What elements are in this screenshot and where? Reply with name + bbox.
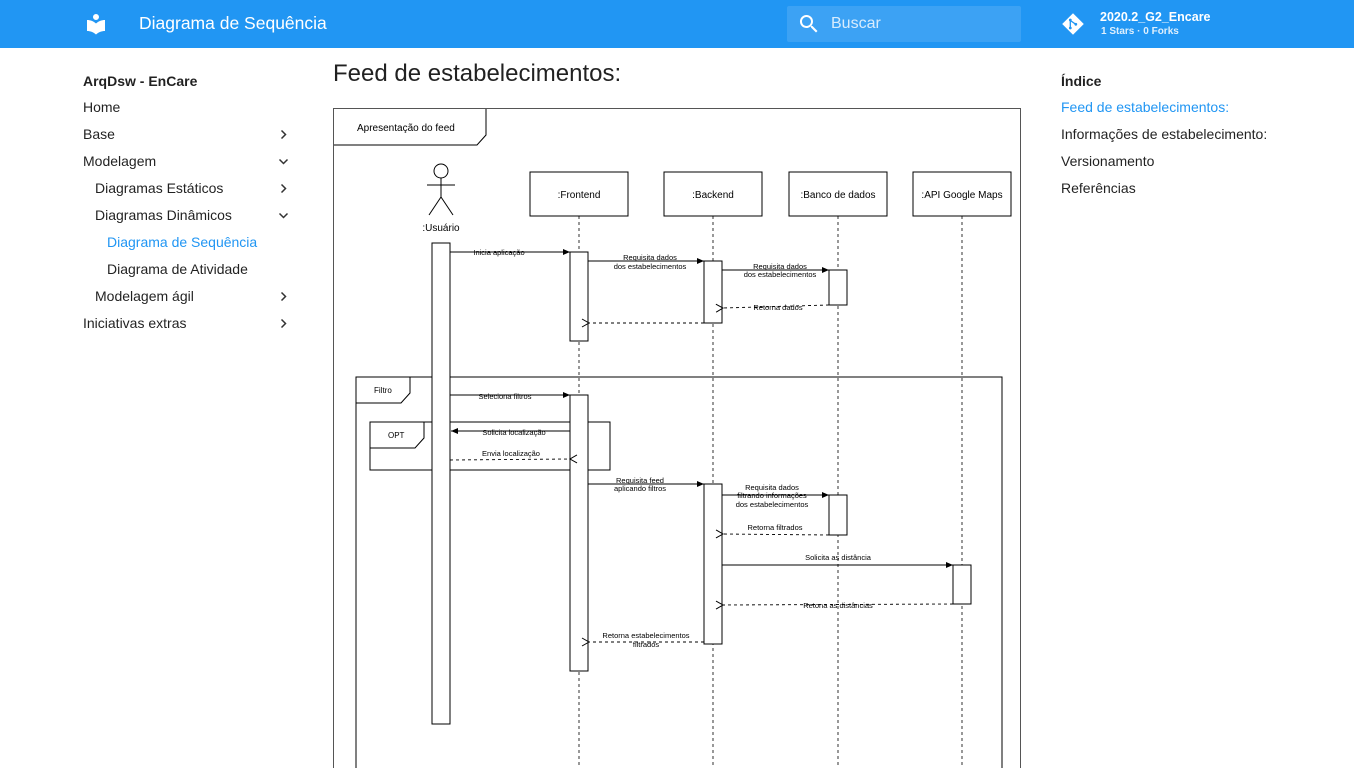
message-label: Solicita as distância (805, 553, 872, 562)
participant-label: :Frontend (558, 190, 601, 201)
message-label: Seleciona filtros (479, 392, 532, 401)
message-label: Solicita localização (482, 428, 545, 437)
message-label: filtrando informações (737, 491, 807, 500)
repo-name: 2020.2_G2_Encare (1100, 10, 1211, 24)
actor-figure (427, 163, 455, 216)
message-label: Requisita feed (616, 476, 664, 485)
nav-item-label: Modelagem (83, 153, 157, 169)
toc-title: Índice (1061, 73, 1102, 89)
nav-item-label: Diagramas Estáticos (95, 180, 224, 196)
nav-item-modelagem-agil[interactable]: Modelagem ágil (83, 283, 298, 310)
chevron-right-icon (280, 291, 287, 302)
top-header: Diagrama de Sequência 2020.2_G2_Encare 1… (0, 0, 1354, 48)
message-label: dos estabelecimentos (744, 270, 817, 279)
actor-label: :Usuário (422, 223, 460, 234)
nav-item-label: Diagramas Dinâmicos (95, 207, 232, 223)
message-label: aplicando filtros (614, 484, 666, 493)
chevron-right-icon (280, 183, 287, 194)
message-arrows (449, 249, 954, 647)
nav-item-modelagem[interactable]: Modelagem (83, 148, 298, 175)
message-label: dos estabelecimentos (736, 500, 809, 509)
message-label: Envia localização (482, 449, 540, 458)
activation-bars (431, 242, 972, 725)
nav-item-iniciativas-extras[interactable]: Iniciativas extras (83, 310, 298, 337)
toc-item-informacoes[interactable]: Informações de estabelecimento: (1061, 126, 1268, 142)
search-input[interactable] (831, 6, 1011, 42)
participant-label: :API Google Maps (921, 190, 1002, 201)
message-labels: Inicia aplicação Requisita dados dos est… (473, 248, 873, 649)
toc-item-versionamento[interactable]: Versionamento (1061, 153, 1155, 169)
nav-item-label: Modelagem ágil (95, 288, 194, 304)
frame-label-box (334, 109, 487, 146)
nav-item-label: Diagrama de Sequência (107, 234, 258, 250)
page-heading: Feed de estabelecimentos: (333, 60, 622, 87)
table-of-contents: Índice Feed de estabelecimentos: Informa… (1061, 68, 1301, 202)
nav-title: ArqDsw - EnCare (83, 73, 198, 89)
message-label: Requisita dados (753, 262, 807, 271)
sidebar-nav: ArqDsw - EnCare Home Base Modelagem Diag… (83, 68, 298, 337)
chevron-right-icon (280, 318, 287, 329)
sequence-diagram: Apresentação do feed :Usuário :Frontend … (333, 108, 1021, 768)
nav-item-base[interactable]: Base (83, 121, 298, 148)
nav-item-label: Diagrama de Atividade (107, 261, 248, 277)
nav-item-label: Home (83, 99, 121, 115)
nav-item-diagrama-atividade[interactable]: Diagrama de Atividade (83, 256, 298, 283)
fragment-opt-label: OPT (388, 431, 405, 440)
nav-item-label: Base (83, 126, 115, 142)
frame-label: Apresentação do feed (357, 123, 455, 134)
message-label: Retorna estabelecimentos (602, 631, 689, 640)
git-icon (1062, 13, 1084, 35)
message-label: Requisita dados (745, 483, 799, 492)
fragment-filtro (355, 376, 1003, 768)
nav-item-home[interactable]: Home (83, 94, 298, 121)
book-logo-icon[interactable] (84, 12, 108, 36)
participant-api-google-maps: :API Google Maps (912, 171, 1012, 217)
toc-item-feed[interactable]: Feed de estabelecimentos: (1061, 99, 1230, 115)
message-label: Retorna filtrados (747, 523, 802, 532)
participant-backend: :Backend (663, 171, 763, 217)
chevron-down-icon (278, 158, 289, 165)
fragment-filtro-label: Filtro (374, 386, 392, 395)
search-icon (799, 14, 818, 33)
message-label: Retorna dados (753, 303, 802, 312)
participant-label: :Backend (692, 190, 734, 201)
repo-link[interactable]: 2020.2_G2_Encare 1 Stars · 0 Forks (1061, 8, 1311, 40)
message-label: filtrados (633, 640, 660, 649)
site-title: Diagrama de Sequência (139, 13, 327, 33)
chevron-down-icon (278, 212, 289, 219)
nav-item-label: Iniciativas extras (83, 315, 187, 331)
participant-frontend: :Frontend (529, 171, 629, 217)
message-label: dos estabelecimentos (614, 262, 687, 271)
message-label: Requisita dados (623, 253, 677, 262)
fragment-opt (369, 421, 611, 471)
search-box[interactable] (787, 6, 1021, 42)
nav-item-diagramas-dinamicos[interactable]: Diagramas Dinâmicos (83, 202, 298, 229)
nav-item-diagramas-estaticos[interactable]: Diagramas Estáticos (83, 175, 298, 202)
nav-item-diagrama-sequencia[interactable]: Diagrama de Sequência (83, 229, 298, 256)
participant-label: :Banco de dados (800, 190, 875, 201)
chevron-right-icon (280, 129, 287, 140)
message-label: Inicia aplicação (473, 248, 524, 257)
participant-banco-de-dados: :Banco de dados (788, 171, 888, 217)
repo-facts: 1 Stars · 0 Forks (1101, 26, 1179, 37)
message-label: Retona as distâncias (803, 601, 873, 610)
toc-item-referencias[interactable]: Referências (1061, 180, 1136, 196)
